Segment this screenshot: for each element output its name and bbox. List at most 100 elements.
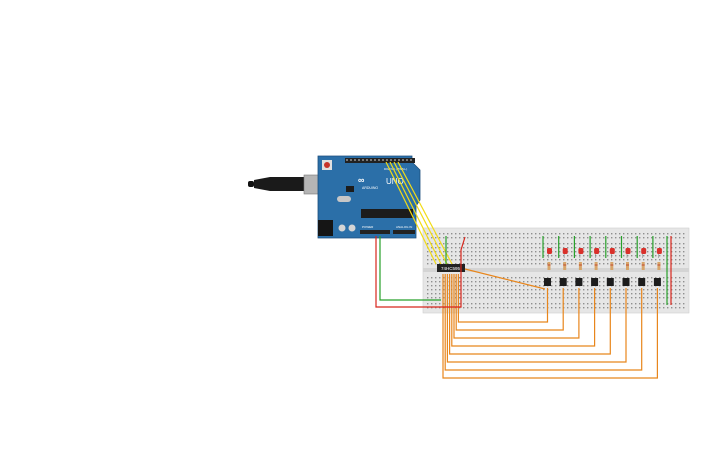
breadboard-hole (591, 277, 593, 279)
breadboard-hole (495, 259, 497, 261)
led[interactable] (578, 248, 584, 254)
breadboard-hole (551, 289, 553, 291)
yellow-data-wire[interactable] (393, 161, 448, 265)
resistor[interactable] (563, 262, 567, 270)
breadboard-hole (555, 247, 557, 249)
breadboard-hole (479, 243, 481, 245)
resistor[interactable] (641, 262, 645, 270)
led[interactable] (625, 248, 631, 254)
orange-signal-wire[interactable] (444, 274, 643, 371)
breadboard-hole (575, 277, 577, 279)
orange-signal-wire[interactable] (442, 274, 659, 379)
breadboard-hole (647, 293, 649, 295)
resistor[interactable] (547, 262, 551, 270)
orange-signal-wire[interactable] (446, 274, 627, 363)
breadboard-hole (527, 255, 529, 257)
breadboard-hole (659, 297, 661, 299)
breadboard-hole (519, 233, 521, 235)
breadboard-hole (583, 307, 585, 309)
led[interactable] (562, 248, 568, 254)
transistor[interactable] (622, 278, 630, 286)
orange-signal-wire[interactable] (451, 274, 596, 347)
shift-register-chip[interactable]: 74HC595 (437, 264, 465, 272)
red-power-wire[interactable] (375, 236, 466, 308)
wire-group (375, 161, 672, 379)
breadboard-hole (543, 259, 545, 261)
breadboard-hole (583, 303, 585, 305)
breadboard-hole (463, 233, 465, 235)
yellow-data-wire[interactable] (389, 161, 442, 265)
breadboard-hole (491, 285, 493, 287)
breadboard-hole (435, 259, 437, 261)
breadboard-hole (507, 277, 509, 279)
breadboard-hole (479, 285, 481, 287)
breadboard-hole (627, 259, 629, 261)
breadboard-hole (679, 233, 681, 235)
breadboard-hole (515, 233, 517, 235)
transistor[interactable] (638, 278, 646, 286)
usb-chip (346, 186, 354, 192)
led[interactable] (594, 248, 600, 254)
breadboard-hole (463, 293, 465, 295)
yellow-data-wire[interactable] (385, 161, 437, 265)
breadboard-hole (531, 255, 533, 257)
breadboard-hole (655, 237, 657, 239)
breadboard-hole (615, 303, 617, 305)
yellow-data-wire[interactable] (397, 161, 453, 265)
transistor[interactable] (559, 278, 567, 286)
orange-signal-wire[interactable] (457, 274, 549, 323)
breadboard-hole (443, 255, 445, 257)
orange-signal-wire[interactable] (455, 274, 564, 331)
breadboard-hole (587, 263, 589, 265)
breadboard-hole (599, 255, 601, 257)
breadboard-hole (559, 247, 561, 249)
breadboard-hole (587, 251, 589, 253)
resistor[interactable] (626, 262, 629, 270)
transistor[interactable] (575, 278, 583, 286)
transistor[interactable] (653, 278, 661, 286)
breadboard-hole (539, 297, 541, 299)
led[interactable] (641, 248, 647, 254)
breadboard-hole (547, 243, 549, 245)
arduino-uno-board[interactable]: DIGITAL (PWM~) ∞ ARDUINO UNO POWER ANALO… (317, 155, 421, 239)
transistor[interactable] (591, 278, 599, 286)
breadboard-hole (671, 263, 673, 265)
resistor[interactable] (657, 262, 661, 270)
breadboard-hole (555, 259, 557, 261)
resistor[interactable] (610, 262, 614, 270)
breadboard-hole (627, 297, 629, 299)
breadboard-hole (627, 247, 629, 249)
breadboard-hole (575, 243, 577, 245)
breadboard-hole (623, 255, 625, 257)
led[interactable] (547, 248, 552, 254)
green-ground-wire[interactable] (379, 236, 441, 301)
breadboard-hole (663, 259, 665, 261)
led[interactable] (656, 248, 662, 254)
breadboard-hole (583, 243, 585, 245)
breadboard-hole (491, 281, 493, 283)
breadboard-hole (575, 251, 577, 253)
breadboard-hole (571, 259, 573, 261)
breadboard-hole (579, 259, 581, 261)
breadboard-hole (587, 259, 589, 261)
shift-register-body (437, 264, 465, 272)
breadboard-hole (439, 251, 441, 253)
transistor[interactable] (544, 278, 551, 286)
orange-signal-wire[interactable] (453, 274, 580, 339)
resistor[interactable] (594, 262, 598, 270)
orange-chip-wire[interactable] (464, 268, 546, 290)
breadboard-hole (543, 233, 545, 235)
orange-signal-wire[interactable] (449, 274, 611, 355)
breadboard-hole (495, 281, 497, 283)
led[interactable] (609, 248, 615, 254)
breadboard-hole (575, 263, 577, 265)
breadboard-hole (583, 263, 585, 265)
breadboard-hole (663, 247, 665, 249)
transistor[interactable] (606, 278, 614, 286)
breadboard-hole (583, 259, 585, 261)
breadboard-hole (647, 255, 649, 257)
resistor[interactable] (578, 262, 582, 270)
breadboard-hole (663, 237, 665, 239)
breadboard-hole (519, 247, 521, 249)
breadboard-hole (531, 233, 533, 235)
